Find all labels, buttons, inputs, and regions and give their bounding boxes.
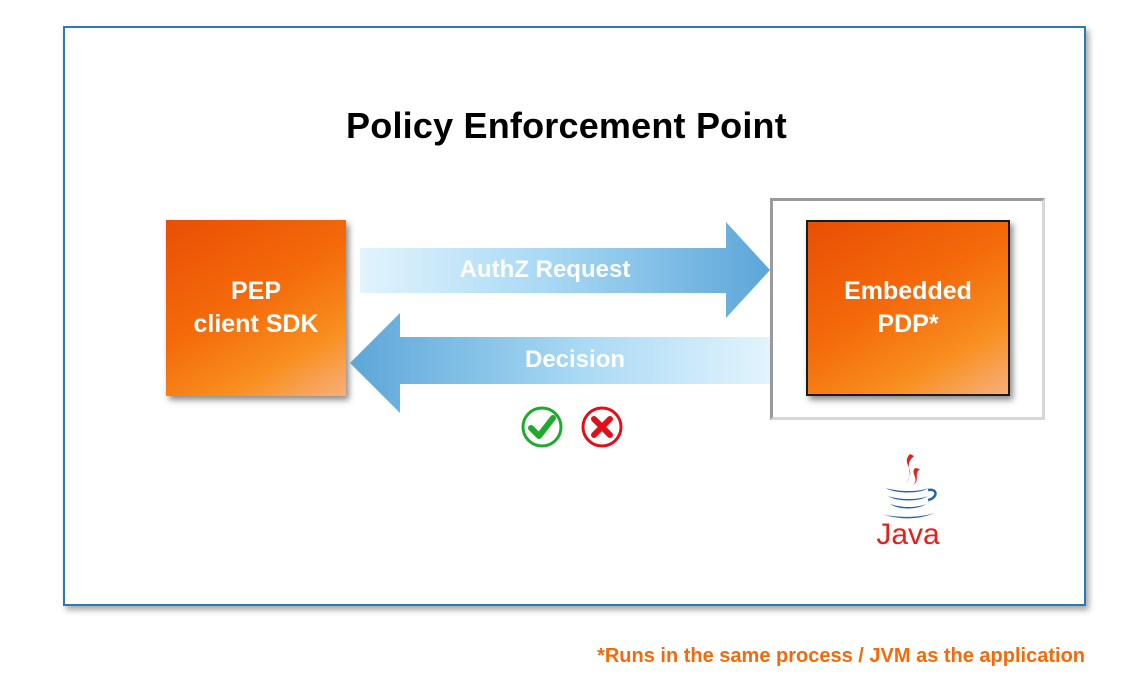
red-cross-icon bbox=[581, 406, 623, 448]
pep-client-sdk-box: PEP client SDK bbox=[166, 220, 346, 396]
footnote: *Runs in the same process / JVM as the a… bbox=[597, 645, 1085, 667]
diagram-title: Policy Enforcement Point bbox=[346, 105, 787, 146]
java-coffee-cup-icon bbox=[882, 454, 937, 519]
authz-request-label: AuthZ Request bbox=[459, 256, 631, 283]
pdp-box-line1: Embedded bbox=[844, 277, 972, 305]
embedded-pdp-box: Embedded PDP* bbox=[806, 220, 1010, 396]
java-logo: Java bbox=[858, 452, 958, 556]
decision-label: Decision bbox=[524, 346, 626, 373]
green-check-icon bbox=[521, 406, 563, 448]
pep-box-line2: client SDK bbox=[193, 310, 319, 338]
pdp-box-line2: PDP* bbox=[877, 310, 939, 338]
pep-box-line1: PEP bbox=[230, 277, 282, 305]
decision-arrow-icon bbox=[350, 313, 770, 413]
java-wordmark: Java bbox=[876, 518, 940, 551]
authz-request-arrow-icon bbox=[360, 222, 770, 318]
